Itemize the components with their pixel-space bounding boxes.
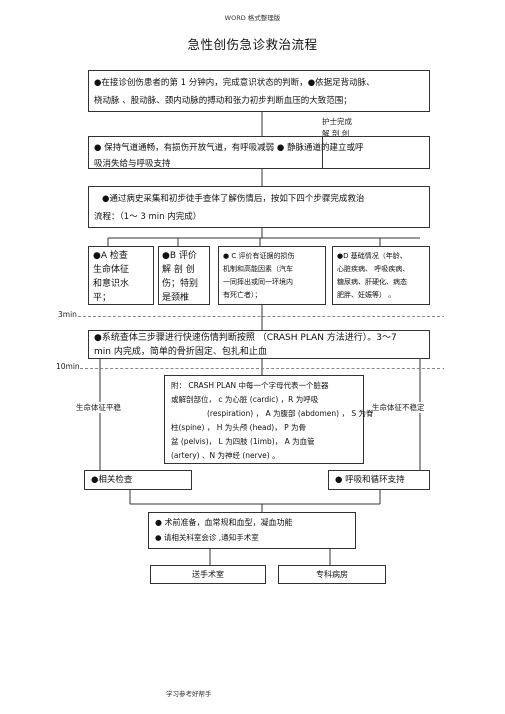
crash-plan-exam-box: ●系统查体三步骤进行快速伤情判断按照 （CRASH PLAN 方法进行）。3～7… — [88, 330, 430, 359]
step-a-line3: 和意识水 — [93, 279, 130, 289]
step-c-box: ● C 评价有证据的损伤 机制和高能因素（汽车 一同摔出或同一环境内 有死亡者）… — [218, 246, 326, 305]
step-b-line2: 解 剖 创 — [162, 265, 195, 275]
specialist-ward-box: 专科病房 — [278, 565, 386, 584]
crash-plan-note-line2: 或解剖部位， c 为心脏 (cardic) ，R 为呼吸 — [171, 395, 319, 404]
crash-plan-note-line1: 附： CRASH PLAN 中每一个字母代表一个脏器 — [171, 381, 329, 390]
airway-box-divider — [322, 137, 323, 168]
label-vitals-stable: 生命体征平稳 — [76, 402, 121, 413]
airway-support-box: ● 保持气道通畅，有损伤开放气道，有呼吸减弱 ● 静脉通道的建立或呼 吸消失给与… — [88, 136, 430, 169]
related-exam-label: ●相关检查 — [91, 475, 133, 485]
airway-support-line1: ● 保持气道通畅，有损伤开放气道，有呼吸减弱 ● 静脉通道的建立或呼 — [94, 143, 364, 153]
marker-3min-line — [78, 316, 440, 317]
step-a-line1: ●A 检查 — [93, 251, 128, 261]
step-b-box: ●B 评价 解 剖 创 伤；特别 是颈椎 — [158, 246, 210, 305]
respiratory-circulatory-support-box: ● 呼吸和循环支持 — [328, 470, 430, 490]
marker-10min-line — [80, 368, 440, 369]
label-vitals-unstable: 生命体征不稳定 — [372, 402, 425, 413]
step-c-line2: 机制和高能因素（汽车 — [223, 265, 293, 273]
operating-room-label: 送手术室 — [192, 570, 224, 579]
surgery-prep-line1: ● 术前准备，血常规和血型，凝血功能 — [155, 518, 293, 527]
step-a-line2: 生命体征 — [93, 265, 130, 275]
four-step-intro-line2: 流程：（1～ 3 min 内完成） — [94, 212, 202, 222]
surgery-prep-line2: ● 请相关科室会诊 ,通知手术室 — [155, 533, 259, 542]
respiratory-circulatory-support-label: ● 呼吸和循环支持 — [335, 475, 405, 485]
related-exam-box: ●相关检查 — [84, 470, 192, 490]
nurse-note: 护士完成 解 剖 创 — [322, 116, 352, 140]
crash-plan-note-line4: 柱(spine) ， H 为头颅 (head)， P 为骨 — [171, 423, 307, 432]
page-footer: 学习参考好帮手 — [166, 690, 212, 698]
initial-assessment-box: ●在接诊创伤患者的第 1 分钟内，完成意识状态的判断，●依据足背动脉、 桡动脉 … — [88, 70, 430, 112]
marker-3min-dot: . — [442, 310, 445, 319]
step-b-line1: ●B 评价 — [162, 251, 197, 261]
crash-plan-note-box: 附： CRASH PLAN 中每一个字母代表一个脏器 或解剖部位， c 为心脏 … — [164, 375, 374, 464]
step-d-line2: 心脏疾病、 呼吸疾病、 — [337, 265, 410, 273]
marker-10min-dot: . — [442, 362, 445, 371]
step-a-line4: 平； — [93, 293, 112, 303]
surgery-prep-box: ● 术前准备，血常规和血型，凝血功能 ● 请相关科室会诊 ,通知手术室 — [148, 512, 356, 549]
crash-plan-exam-line2: min 内完成，简单的骨折固定、包扎和止血 — [94, 346, 267, 357]
nurse-note-line2: 解 剖 创 — [322, 129, 350, 138]
crash-plan-exam-line1: ●系统查体三步骤进行快速伤情判断按照 （CRASH PLAN 方法进行）。3～7 — [94, 333, 397, 343]
step-d-line1: ●D 基础情况（年龄、 — [337, 252, 407, 260]
step-a-box: ●A 检查 生命体征 和意识水 平； — [88, 246, 154, 305]
four-step-intro-box: ●通过病史采集和初步徒手查体了解伤情后，按如下四个步骤完成救治 流程：（1～ 3… — [88, 186, 430, 228]
step-d-line3: 糖尿病、肝硬化、病态 — [337, 278, 407, 286]
crash-plan-note-line3: (respiration) ， A 为腹部 (abdomen) ， S 为脊 — [207, 409, 374, 418]
specialist-ward-label: 专科病房 — [316, 570, 348, 579]
crash-plan-note-line6: (artery) 、N 为神经 (nerve) 。 — [171, 451, 280, 460]
operating-room-box: 送手术室 — [150, 565, 266, 584]
step-c-line1: ● C 评价有证据的损伤 — [223, 252, 295, 260]
four-step-intro-line1: ●通过病史采集和初步徒手查体了解伤情后，按如下四个步骤完成救治 — [102, 194, 365, 204]
marker-3min: 3min — [58, 310, 77, 319]
step-c-line4: 有死亡者）； — [223, 291, 262, 299]
initial-assessment-line2: 桡动脉 、股动脉、颈内动脉的搏动和张力初步判断血压的大致范围； — [94, 96, 352, 106]
initial-assessment-line1: ●在接诊创伤患者的第 1 分钟内，完成意识状态的判断，●依据足背动脉、 — [94, 78, 375, 88]
marker-10min: 10min — [56, 362, 80, 371]
step-b-line3: 伤；特别 — [162, 279, 199, 289]
step-d-line4: 肥胖、妊娠等） 。 — [337, 291, 396, 299]
watermark: WORD 格式整理版 — [224, 14, 281, 22]
step-d-box: ●D 基础情况（年龄、 心脏疾病、 呼吸疾病、 糖尿病、肝硬化、病态 肥胖、妊娠… — [332, 246, 430, 305]
crash-plan-note-line5: 盆 (pelvis)， L 为四肢 (1imb)， A 为血管 — [171, 437, 315, 446]
nurse-note-line1: 护士完成 — [322, 117, 352, 126]
page-title: 急性创伤急诊救治流程 — [187, 37, 318, 52]
airway-support-line2: 吸消失给与呼吸支持 — [94, 159, 171, 169]
step-c-line3: 一同摔出或同一环境内 — [223, 278, 293, 286]
step-b-line4: 是颈椎 — [162, 293, 190, 303]
